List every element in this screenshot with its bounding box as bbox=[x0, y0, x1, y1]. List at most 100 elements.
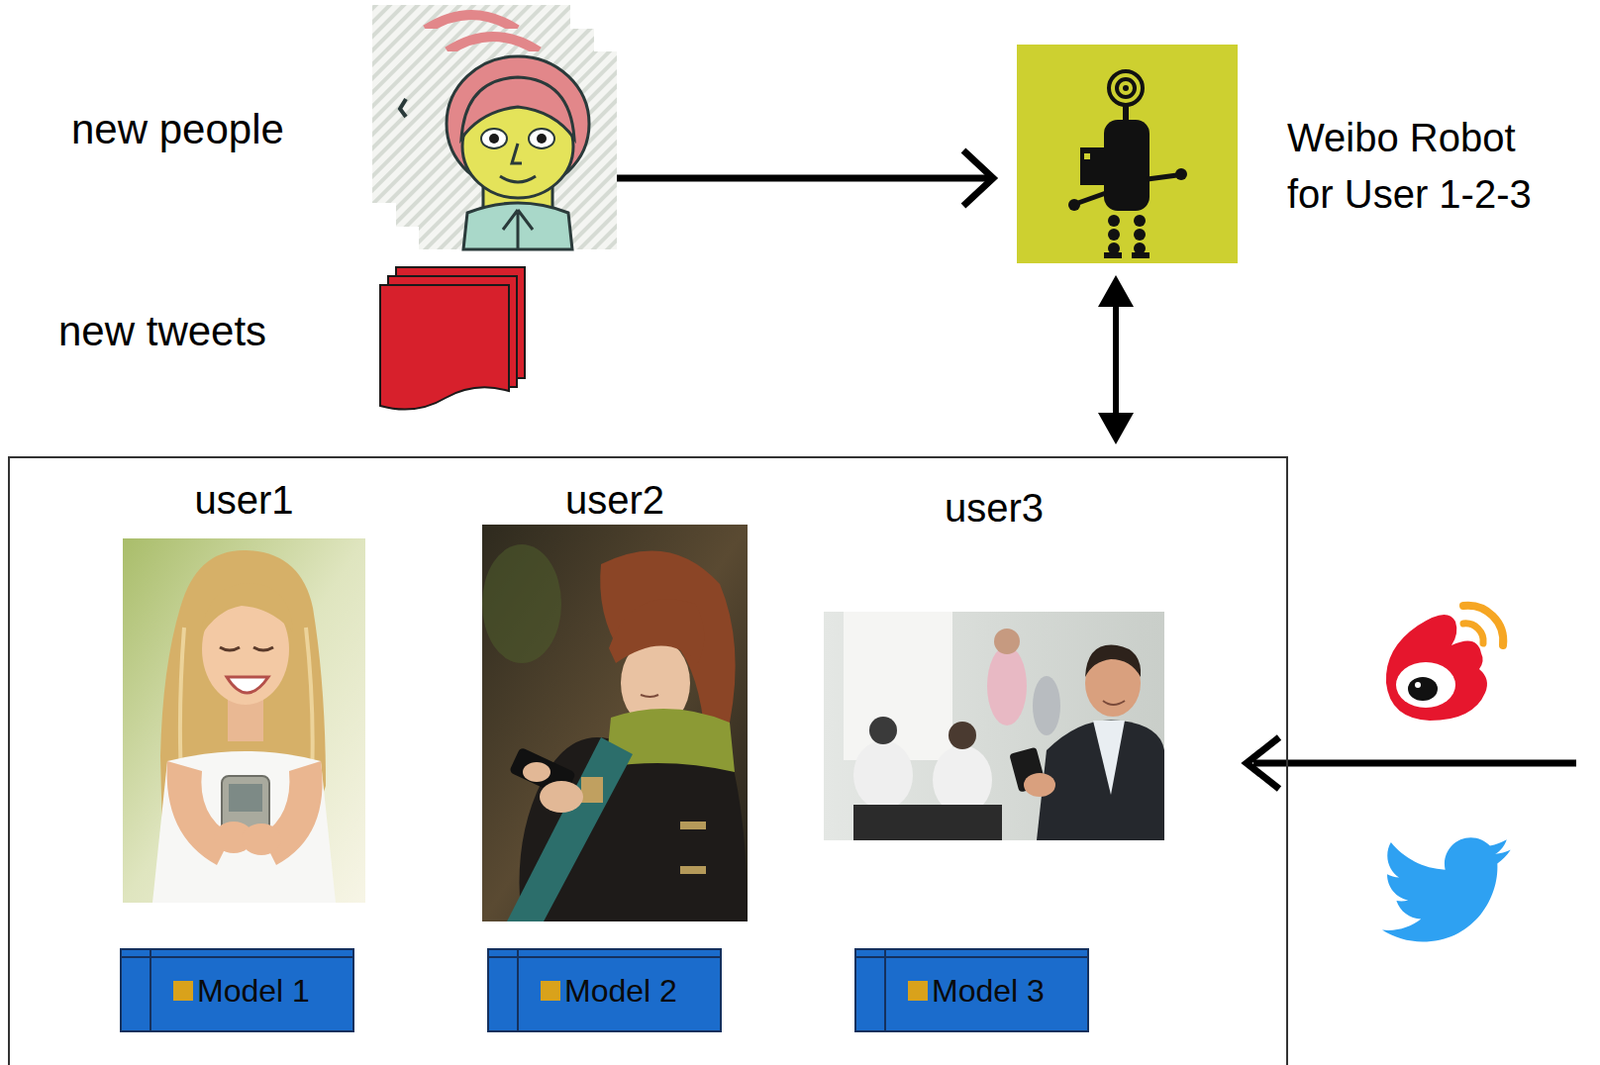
model-box-header-line bbox=[121, 956, 353, 959]
connector-arrow bbox=[1098, 275, 1134, 445]
user3-photo-part bbox=[869, 716, 898, 745]
user3-photo-part bbox=[932, 745, 993, 815]
user1-photo-part bbox=[241, 823, 282, 856]
node-label: new tweets bbox=[58, 306, 267, 357]
arrow-head bbox=[963, 150, 994, 206]
people-icon-part bbox=[418, 51, 617, 250]
user-label: user3 bbox=[823, 483, 1165, 533]
arrow-head bbox=[1098, 275, 1134, 307]
model-box-divider bbox=[884, 950, 887, 1031]
weibo-logo-part bbox=[1386, 614, 1488, 721]
user2-photo-part bbox=[680, 821, 706, 830]
user2-photo-part bbox=[506, 737, 633, 922]
twitter-logo-part bbox=[1382, 837, 1511, 942]
arrow-head bbox=[1098, 412, 1134, 445]
robot-icon-part bbox=[1107, 228, 1120, 241]
user1-photo-part bbox=[200, 583, 294, 638]
user3-photo-part bbox=[853, 740, 913, 810]
tweet-documents-part bbox=[380, 285, 509, 410]
robot-icon-part bbox=[1068, 199, 1081, 211]
robot-icon-part bbox=[1084, 153, 1091, 160]
robot-icon-part bbox=[1116, 79, 1135, 98]
people-icon-part bbox=[425, 14, 517, 30]
user-photo-node: user2 bbox=[482, 475, 748, 922]
robot-icon-part bbox=[1016, 44, 1238, 264]
user3-photo-part bbox=[1023, 773, 1056, 798]
weibo-logo-part bbox=[1396, 662, 1456, 708]
user-photo-node: user3 bbox=[823, 483, 1165, 841]
node-label: Weibo Robot for User 1-2-3 bbox=[1287, 109, 1550, 223]
user3-photo-part bbox=[1036, 719, 1165, 841]
weibo-logo-part bbox=[1463, 623, 1484, 644]
robot-icon-part bbox=[1078, 193, 1106, 203]
robot-icon bbox=[1016, 44, 1238, 264]
model-box: Model 1 bbox=[119, 948, 355, 1033]
robot-icon-part bbox=[1080, 147, 1120, 186]
user-label: user1 bbox=[122, 475, 366, 525]
model-icon-square bbox=[173, 981, 194, 1001]
user1-photo bbox=[122, 538, 366, 903]
weibo-logo bbox=[1386, 605, 1503, 721]
robot-icon-part bbox=[1133, 214, 1146, 227]
user3-photo-part bbox=[843, 611, 953, 761]
model-box: Model 3 bbox=[854, 948, 1090, 1033]
user3-photo bbox=[823, 611, 1165, 841]
robot-icon-part bbox=[1147, 175, 1178, 180]
user2-photo-part bbox=[539, 781, 584, 813]
people-icon-part bbox=[400, 99, 406, 117]
model-icon-square bbox=[540, 981, 561, 1001]
user3-photo-part bbox=[948, 721, 977, 750]
users-panel: user1 user2 user3Model 1 Model 2 Model 3 bbox=[7, 456, 1289, 1065]
people-icon-part bbox=[502, 209, 533, 250]
model-box: Model 2 bbox=[487, 948, 722, 1033]
user3-photo-part bbox=[1093, 720, 1125, 796]
user1-photo-part bbox=[228, 784, 263, 812]
people-icon-part bbox=[500, 176, 536, 183]
user2-photo-part bbox=[581, 777, 603, 803]
people-icon-part bbox=[447, 36, 539, 52]
model-label: Model 1 bbox=[197, 971, 310, 1011]
model-label: Model 3 bbox=[931, 971, 1045, 1011]
model-box-divider bbox=[516, 950, 519, 1031]
robot-icon-part bbox=[1107, 214, 1120, 227]
user3-photo-part bbox=[1102, 700, 1125, 705]
connector-line bbox=[616, 175, 990, 183]
user1-photo-part bbox=[219, 647, 274, 651]
robot-icon-part bbox=[1108, 71, 1143, 105]
robot-icon-part bbox=[1175, 168, 1188, 181]
robot-icon-part bbox=[1131, 252, 1150, 259]
user3-photo-part bbox=[853, 804, 1002, 841]
user3-photo-part bbox=[1032, 676, 1061, 736]
source-arrow-part bbox=[1246, 737, 1280, 790]
user2-photo-part bbox=[608, 599, 704, 664]
user2-photo-part bbox=[640, 695, 659, 698]
robot-node: Weibo Robot for User 1-2-3 bbox=[1016, 44, 1554, 264]
people-icon-part bbox=[461, 77, 575, 139]
tweet-documents bbox=[380, 267, 525, 410]
people-node: new people bbox=[59, 4, 617, 250]
weibo-logo-part bbox=[1463, 605, 1503, 646]
connector-arrow bbox=[616, 150, 994, 206]
people-icon-part bbox=[528, 128, 555, 149]
user3-photo-part bbox=[987, 646, 1027, 726]
tweets-node: new tweets bbox=[49, 267, 541, 419]
user2-photo-part bbox=[482, 544, 562, 664]
model-label: Model 2 bbox=[564, 971, 678, 1011]
user3-photo-part bbox=[1085, 645, 1141, 678]
user2-photo-part bbox=[482, 524, 748, 922]
user3-photo-part bbox=[994, 628, 1020, 655]
user2-photo-part bbox=[522, 762, 551, 783]
people-icon-part bbox=[511, 143, 522, 164]
people-icon-part bbox=[489, 133, 500, 144]
robot-icon-part bbox=[1122, 85, 1129, 92]
user2-photo-part bbox=[680, 866, 706, 875]
people-icon-part bbox=[463, 202, 573, 250]
connector-line bbox=[1112, 302, 1119, 417]
user-label: user2 bbox=[482, 475, 748, 525]
twitter-logo bbox=[1382, 837, 1511, 942]
user2-photo bbox=[482, 524, 748, 922]
user3-photo-part bbox=[823, 611, 1165, 841]
